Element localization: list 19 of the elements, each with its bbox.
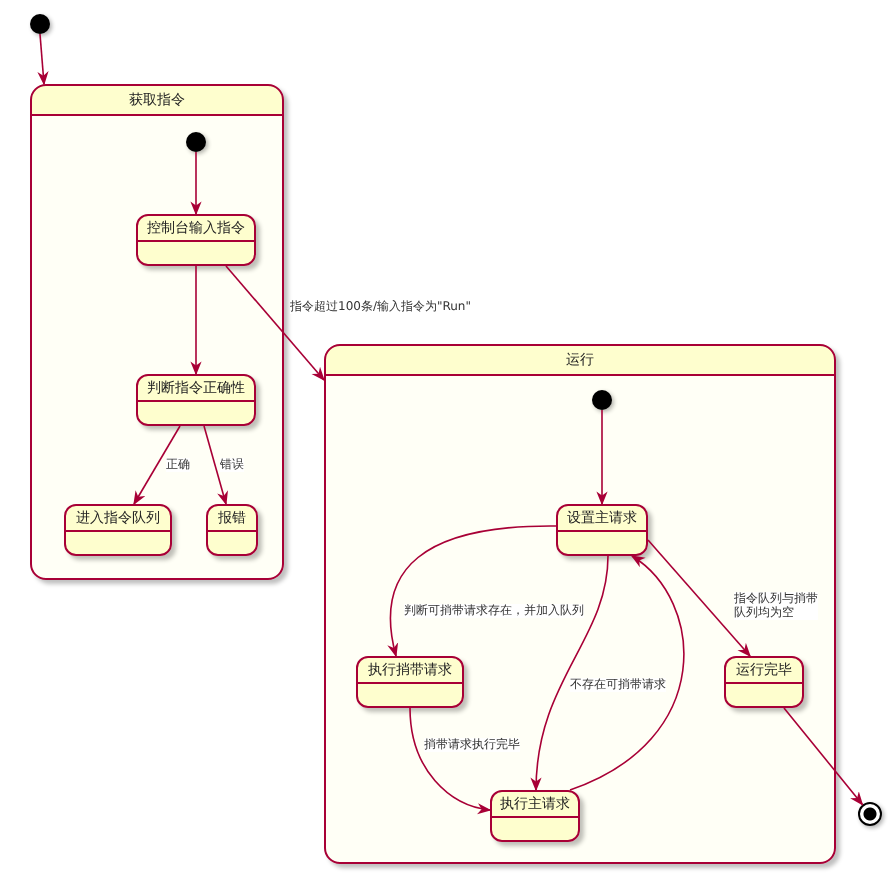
arrow <box>647 539 751 658</box>
start-dot <box>592 390 612 410</box>
composite-state <box>30 84 284 580</box>
arrow <box>37 33 49 86</box>
arrow <box>133 425 181 506</box>
arrow <box>783 707 864 806</box>
arrow <box>190 265 202 376</box>
end-bullseye <box>858 802 882 826</box>
start-dot <box>30 14 50 34</box>
arrow <box>596 409 608 506</box>
arrow <box>387 525 557 658</box>
arrow <box>203 425 228 506</box>
arrow <box>409 707 492 814</box>
arrow <box>531 555 609 792</box>
start-dot <box>186 132 206 152</box>
arrow <box>190 151 202 216</box>
arrow <box>569 555 685 791</box>
arrow <box>225 265 325 382</box>
composite-state <box>324 344 836 864</box>
